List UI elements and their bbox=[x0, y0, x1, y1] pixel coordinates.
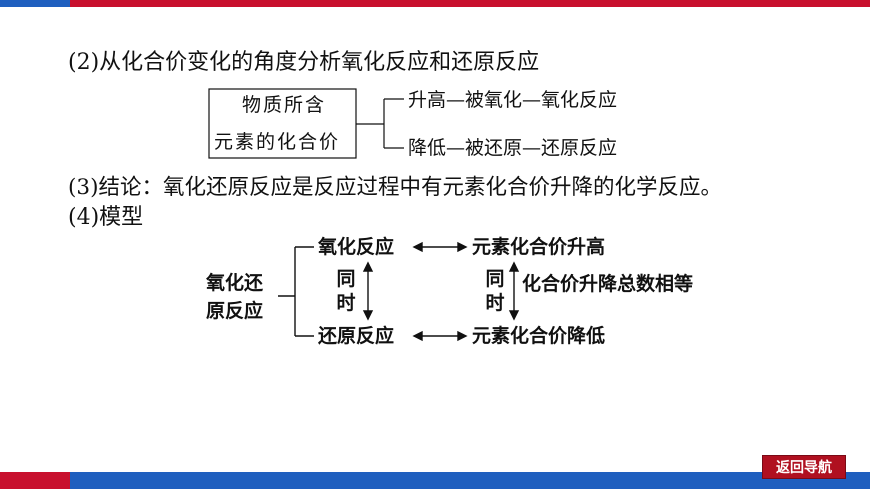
equal-total-note: 化合价升降总数相等 bbox=[522, 273, 694, 295]
arrow-head-left-bottom bbox=[412, 330, 423, 342]
arrow-head-right-bottom bbox=[457, 330, 468, 342]
simultaneous-left-char1: 同 bbox=[336, 268, 356, 290]
branch-up-text: 升高—被氧化—氧化反应 bbox=[408, 89, 618, 111]
simultaneous-right-char1: 同 bbox=[485, 268, 505, 290]
simultaneous-left-char2: 时 bbox=[336, 292, 356, 314]
section4-heading: (4)模型 bbox=[68, 205, 144, 230]
arrow-head-up-left bbox=[362, 261, 374, 272]
top-color-bar bbox=[0, 0, 870, 7]
bottom-bar-red-segment bbox=[0, 472, 70, 489]
arrow-head-down-right bbox=[508, 310, 520, 321]
back-to-navigation-button[interactable]: 返回导航 bbox=[762, 455, 846, 479]
valence-up-node: 元素化合价升高 bbox=[472, 236, 606, 258]
branch-down-text: 降低—被还原—还原反应 bbox=[408, 137, 618, 159]
root-text-line2: 原反应 bbox=[206, 300, 264, 322]
arrow-head-up-right bbox=[508, 261, 520, 272]
reduction-node: 还原反应 bbox=[318, 325, 395, 347]
top-bar-red-segment bbox=[70, 0, 870, 7]
root-text-line1: 氧化还 bbox=[206, 272, 264, 294]
arrow-head-right-top bbox=[457, 241, 468, 253]
top-bar-blue-segment bbox=[0, 0, 70, 7]
bottom-bar-blue-segment bbox=[70, 472, 870, 489]
arrow-head-left-top bbox=[412, 241, 423, 253]
simultaneous-right-char2: 时 bbox=[485, 292, 505, 314]
box-text-line1: 物质所含 bbox=[242, 94, 327, 116]
bottom-color-bar bbox=[0, 472, 870, 489]
oxidation-node: 氧化反应 bbox=[318, 236, 395, 258]
box-text-line2: 元素的化合价 bbox=[214, 131, 341, 153]
conclusion-text: (3)结论：氧化还原反应是反应过程中有元素化合价升降的化学反应。 bbox=[68, 175, 722, 200]
section2-heading: (2)从化合价变化的角度分析氧化反应和还原反应 bbox=[68, 50, 540, 75]
valence-down-node: 元素化合价降低 bbox=[472, 325, 606, 347]
arrow-head-down-left bbox=[362, 310, 374, 321]
